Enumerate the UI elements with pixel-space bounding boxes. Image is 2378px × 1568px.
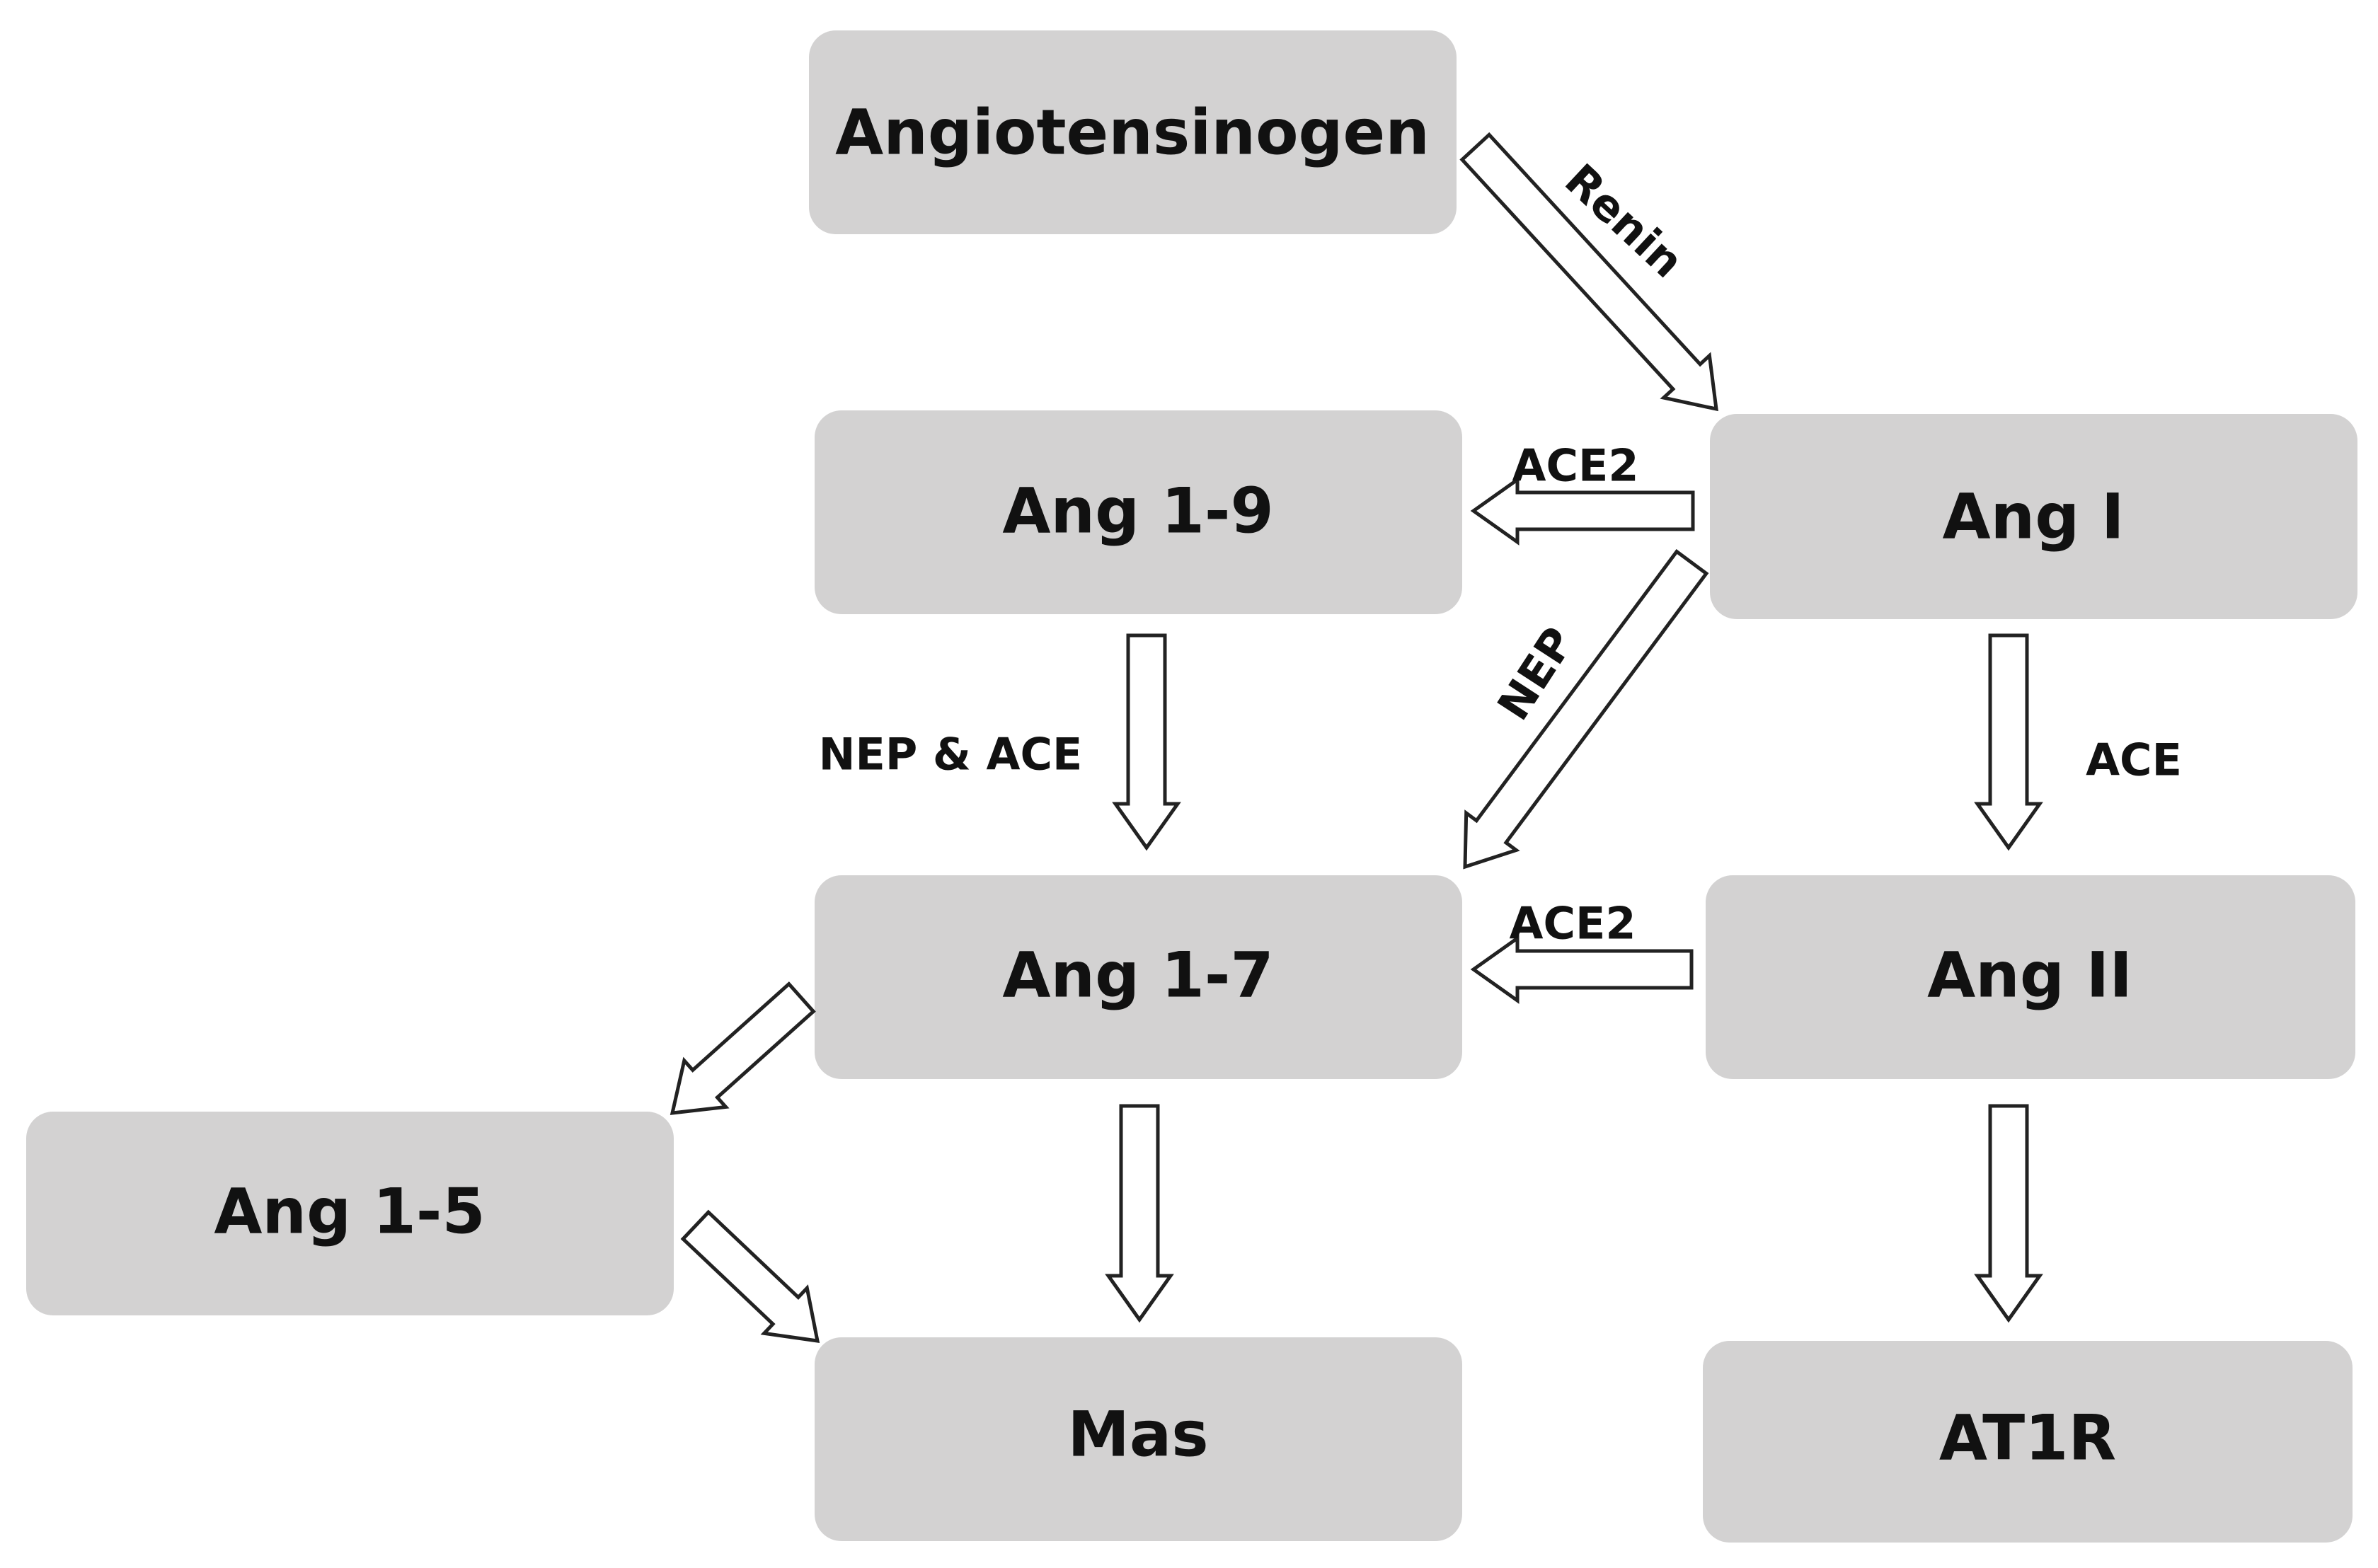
- arrow-ang-ii-to-ang-1-7: [1470, 935, 1694, 1004]
- node-at1r: AT1R: [1703, 1341, 2353, 1543]
- node-ang-1-7: Ang 1-7: [815, 875, 1462, 1079]
- edge-label-ace2-bottom: ACE2: [1510, 898, 1636, 950]
- node-ang-1-9-label: Ang 1-9: [1002, 475, 1273, 548]
- node-ang-1-5-label: Ang 1-5: [214, 1175, 485, 1248]
- arrow-ang-1-7-to-ang-1-5: [670, 981, 816, 1115]
- arrow-ang-i-to-ang-ii: [1974, 633, 2043, 851]
- node-mas: Mas: [815, 1337, 1462, 1541]
- arrow-ang-i-to-ang-1-9: [1470, 476, 1695, 546]
- arrow-ang-1-5-to-mas: [680, 1209, 820, 1343]
- node-ang-ii-label: Ang II: [1927, 939, 2132, 1012]
- node-mas-label: Mas: [1067, 1398, 1208, 1471]
- node-angiotensinogen-label: Angiotensinogen: [835, 96, 1430, 169]
- node-ang-1-5: Ang 1-5: [26, 1112, 674, 1315]
- edge-label-ace2-top: ACE2: [1512, 440, 1639, 492]
- arrow-ang-1-9-to-ang-1-7: [1112, 633, 1181, 851]
- node-ang-1-7-label: Ang 1-7: [1002, 939, 1273, 1012]
- arrow-ang-1-7-to-mas: [1105, 1104, 1174, 1323]
- node-ang-1-9: Ang 1-9: [815, 410, 1462, 614]
- arrow-ang-i-to-ang-1-7: [1463, 549, 1709, 870]
- node-at1r-label: AT1R: [1939, 1402, 2116, 1475]
- edge-label-nep-ace: NEP & ACE: [819, 729, 1083, 780]
- node-ang-ii: Ang II: [1706, 875, 2355, 1079]
- node-ang-i-label: Ang I: [1942, 480, 2124, 553]
- arrow-ang-ii-to-at1r: [1974, 1104, 2043, 1323]
- arrow-angiotensinogen-to-ang-i: [1459, 132, 1718, 412]
- node-angiotensinogen: Angiotensinogen: [809, 30, 1457, 234]
- edge-label-ace: ACE: [2086, 734, 2182, 786]
- node-ang-i: Ang I: [1710, 414, 2357, 619]
